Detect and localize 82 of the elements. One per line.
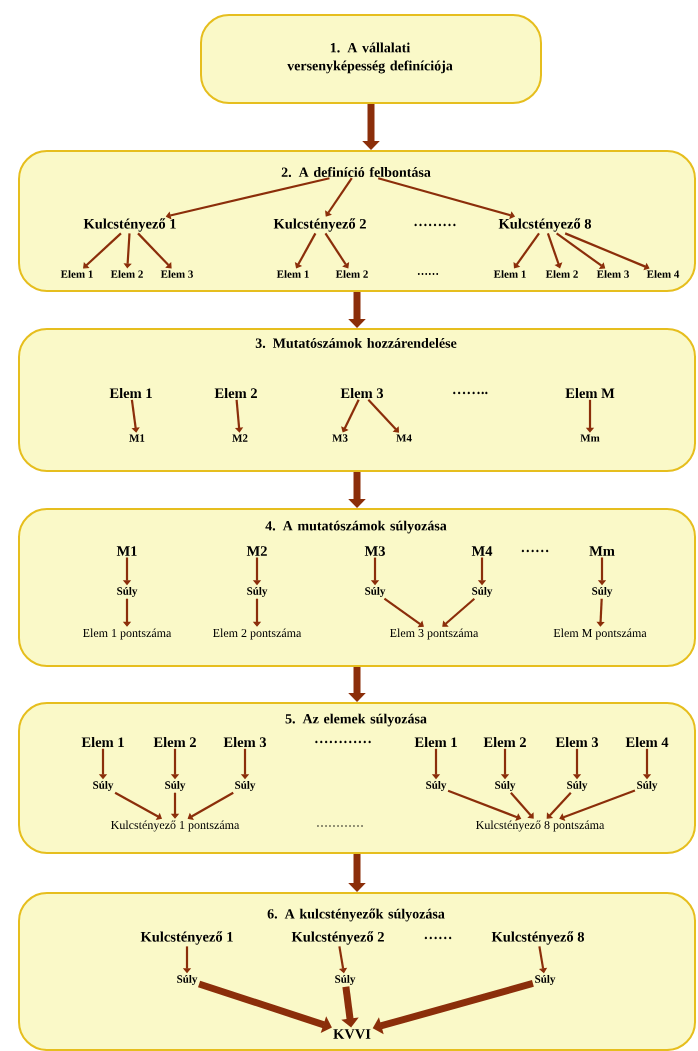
item-label: M3 — [332, 434, 348, 442]
stage-panel: 1. A vállalati versenyképesség definíciója — [200, 14, 542, 104]
score-label: Elem 1 pontszáma — [83, 628, 172, 640]
arrow — [447, 789, 522, 821]
item-label: Elem 3 — [223, 736, 267, 748]
item-label: Súly — [247, 587, 268, 597]
item-label: Súly — [335, 975, 356, 985]
item-label: Elem 2 — [483, 736, 526, 748]
item-label: M1 — [129, 434, 145, 442]
ellipsis-text: …….. — [453, 391, 488, 395]
score-label: Kulcstényező 8 pontszáma — [476, 820, 605, 832]
arrow — [546, 233, 563, 269]
item-label: Elem 4 — [646, 270, 680, 278]
item-label: Súly — [535, 975, 556, 985]
arrow — [556, 232, 606, 269]
item-label: Súly — [567, 781, 588, 791]
item-label: Súly — [235, 781, 256, 791]
item-label: Kulcstényező 2 — [273, 218, 366, 232]
item-label: Elem 1 — [60, 270, 93, 278]
score-label: Elem 3 pontszáma — [390, 628, 479, 640]
arrow — [442, 597, 476, 627]
item-label: Mm — [589, 546, 615, 556]
item-label: Elem 3 — [555, 736, 599, 748]
arrow — [510, 792, 534, 819]
arrow — [325, 177, 353, 217]
item-label: M4 — [396, 434, 412, 442]
score-label: Elem 2 pontszáma — [213, 628, 302, 640]
item-label: Elem 1 — [276, 270, 309, 278]
ellipsis-text: …… — [424, 936, 452, 940]
item-label: Elem 2 — [214, 387, 257, 399]
item-label: Elem M — [565, 387, 615, 399]
arrow — [341, 399, 360, 433]
item-label: Elem 2 — [153, 736, 196, 748]
arrow — [130, 399, 140, 433]
score-label: Kulcstényező 1 pontszáma — [111, 820, 240, 832]
item-label: Elem 1 — [81, 736, 124, 748]
item-label: Súly — [365, 587, 386, 597]
item-label: Mm — [580, 434, 600, 442]
item-label: Súly — [495, 781, 516, 791]
item-label: Elem 1 — [109, 387, 152, 399]
item-label: M2 — [232, 434, 248, 442]
ellipsis-text: ……… — [414, 223, 456, 227]
item-label: Súly — [93, 781, 114, 791]
item-label: Kulcstényező 1 — [83, 218, 176, 232]
item-label: Kulcstényező 8 — [491, 931, 585, 945]
item-label: Elem 3 — [160, 270, 193, 278]
item-label: M2 — [246, 546, 267, 556]
arrow — [513, 232, 540, 269]
item-label: Elem 4 — [625, 736, 669, 748]
ellipsis-text: ………… — [317, 825, 363, 827]
arrow — [546, 791, 572, 819]
item-label: Súly — [637, 781, 658, 791]
item-label: Súly — [472, 587, 493, 597]
arrow — [187, 791, 234, 820]
arrow — [324, 232, 350, 269]
arrow — [83, 232, 122, 269]
item-label: Elem 2 — [110, 270, 143, 278]
item-label: Súly — [592, 587, 613, 597]
item-label: Kulcstényező 8 — [498, 218, 592, 232]
item-label: Súly — [426, 781, 447, 791]
arrow — [559, 789, 636, 821]
item-label: Elem 3 — [596, 270, 629, 278]
score-label: Elem M pontszáma — [553, 628, 647, 640]
ellipsis-text: …… — [521, 549, 549, 553]
item-label: Kulcstényező 1 — [140, 931, 233, 945]
item-label: Súly — [117, 587, 138, 597]
arrow — [383, 597, 424, 628]
item-label: KVVI — [333, 1029, 371, 1039]
item-label: Elem 3 — [340, 387, 384, 399]
item-label: Súly — [165, 781, 186, 791]
arrow — [137, 232, 172, 269]
ellipsis-text: …… — [417, 273, 439, 275]
item-label: Elem 2 — [335, 270, 368, 278]
ellipsis-text: ………… — [315, 740, 371, 744]
item-label: M1 — [116, 546, 137, 556]
item-label: Kulcstényező 2 — [291, 931, 384, 945]
item-label: Elem 2 — [545, 270, 578, 278]
item-label: Súly — [177, 975, 198, 985]
item-label: M3 — [364, 546, 385, 556]
item-label: M4 — [471, 546, 493, 556]
item-label: Elem 1 — [414, 736, 457, 748]
item-label: Elem 1 — [493, 270, 526, 278]
